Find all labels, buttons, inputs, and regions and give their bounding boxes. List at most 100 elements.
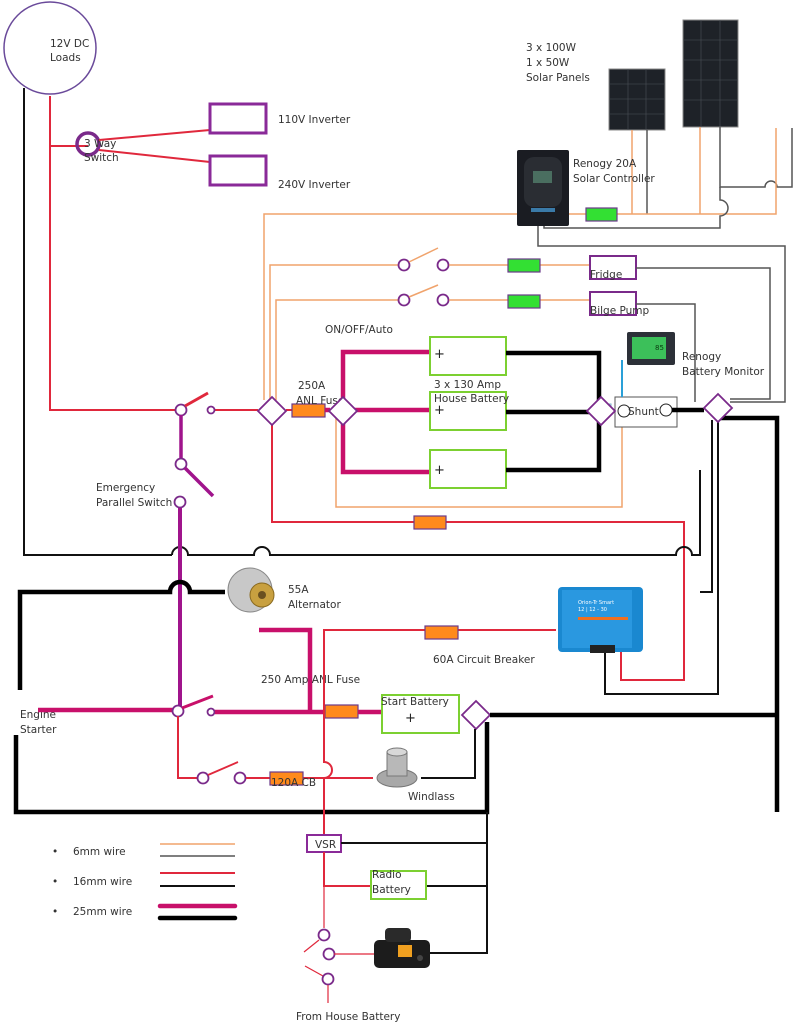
wire-neg-to-loads [700, 420, 713, 593]
bilge-switch-mode-label: ON/OFF/Auto [325, 324, 393, 336]
wire-windlass-negative [421, 729, 476, 779]
bilge-switch-lever [408, 284, 439, 298]
inverter-240v[interactable]: 240V Inverter [208, 154, 351, 191]
windlass[interactable]: Windlass [376, 747, 455, 803]
wire-vsr-to-radio-battery [323, 852, 371, 887]
emergency-parallel-switch[interactable]: Emergency Parallel Switch [96, 391, 216, 509]
three-way-switch[interactable]: 3 Way Switch [75, 131, 119, 164]
legend-bullet: • [52, 846, 58, 858]
alternator-label-2: Alternator [288, 599, 341, 611]
radio-battery-box [370, 870, 427, 900]
dc-loads-circle [3, 1, 97, 95]
battery-monitor[interactable]: 85 Renogy Battery Monitor [627, 332, 765, 378]
wire-alternator-positive [259, 627, 313, 712]
windlass-label: Windlass [408, 791, 455, 803]
solar-blade-fuse[interactable] [585, 207, 618, 222]
wire-house-positive [340, 349, 430, 475]
emergency-switch-contact [206, 405, 216, 415]
dc-loads-label-1: 12V DC [50, 38, 89, 50]
dcdc-feed-fuse[interactable] [413, 515, 447, 530]
radio-selector-switch[interactable] [303, 928, 336, 986]
fridge-switch[interactable] [397, 247, 450, 272]
emergency-switch-lever-bottom [183, 466, 215, 498]
alternator[interactable]: 55A Alternator [227, 567, 341, 613]
start-battery-plus: + [405, 711, 416, 726]
legend-label-25mm: 25mm wire [73, 906, 132, 918]
inverter-110v-label: 110V Inverter [278, 114, 351, 126]
windlass-cb[interactable] [269, 771, 304, 786]
house-battery-label-1: 3 x 130 Amp [434, 379, 501, 391]
engine-starter-label-2: Starter [20, 724, 57, 736]
solar-panel-small[interactable] [608, 68, 666, 131]
wire-alternator-negative [17, 579, 225, 690]
house-battery-2-plus: + [434, 403, 445, 418]
house-battery-1[interactable]: + [429, 336, 507, 376]
three-way-switch-icon [75, 131, 101, 157]
radio-switch-terminal-mid [322, 947, 336, 961]
shunt-box [614, 396, 678, 428]
wire-negative-main [720, 415, 780, 812]
vsr[interactable]: VSR [306, 834, 342, 853]
fridge-blade-fuse[interactable] [507, 258, 541, 273]
wire-solar-neg-bus [543, 187, 729, 229]
emergency-switch-terminal-bottom [173, 495, 187, 509]
wire-fridge-feed [269, 264, 398, 400]
house-battery-2[interactable]: + [429, 391, 507, 431]
start-anl-fuse[interactable] [324, 704, 359, 719]
house-anl-fuse-label-2: ANL Fuse [296, 395, 344, 407]
vhf-radio[interactable] [374, 928, 430, 968]
battery-monitor-label-2: Battery Monitor [682, 366, 765, 378]
wire-solar-to-bus [263, 213, 517, 400]
start-switch-lever [181, 694, 214, 710]
house-negative-busbar[interactable] [585, 395, 617, 427]
legend-label-16mm: 16mm wire [73, 876, 132, 888]
fridge-switch-lever [408, 247, 439, 263]
legend-item-6mm: • 6mm wire [52, 843, 235, 858]
wire-bilge-feed [275, 299, 398, 400]
house-battery-2-box [429, 391, 507, 431]
house-fuse-busbar[interactable] [327, 395, 359, 427]
solar-panel-large[interactable] [682, 19, 739, 128]
solar-controller-label-2: Solar Controller [573, 173, 655, 185]
house-battery-1-box [429, 336, 507, 376]
solar-panels-label-2: 1 x 50W [526, 57, 570, 69]
house-battery-1-plus: + [434, 347, 445, 362]
bilge-blade-fuse[interactable] [507, 294, 541, 309]
windlass-switch[interactable] [196, 761, 247, 785]
alternator-label-1: 55A [288, 584, 309, 596]
inverter-240v-label: 240V Inverter [278, 179, 351, 191]
three-way-switch-label-2: Switch [84, 152, 119, 164]
dcdc-charger[interactable]: Orion-Tr Smart 12 | 12 - 30 [558, 587, 643, 653]
emergency-switch-label-1: Emergency [96, 482, 155, 494]
house-positive-busbar[interactable] [256, 395, 288, 427]
solar-panel-large-body [682, 19, 739, 128]
main-negative-busbar[interactable] [702, 392, 734, 424]
inverter-110v[interactable]: 110V Inverter [208, 102, 351, 135]
vhf-radio-display [398, 945, 412, 957]
dc-loads[interactable]: 12V DC Loads [3, 1, 97, 95]
windlass-switch-lever [207, 761, 239, 776]
wire-panel-large-neg [719, 127, 793, 188]
start-battery[interactable]: Start Battery + [381, 694, 460, 734]
bilge-switch[interactable] [397, 284, 450, 307]
wire-loads-negative [23, 88, 172, 556]
wire-neg-to-dcdc [604, 420, 719, 695]
radio-switch-terminal-top [317, 928, 331, 942]
radio-battery[interactable]: Radio Battery [370, 869, 427, 900]
solar-controller[interactable]: Renogy 20A Solar Controller [517, 150, 655, 226]
solar-panel-small-grid [609, 69, 665, 130]
wire-engine-negative [13, 722, 490, 815]
circuit-breaker-60a[interactable] [424, 625, 459, 640]
wire-radio-negative-bus [430, 812, 488, 954]
wire-bilge-neg [636, 303, 696, 402]
radio-switch-lever-b [304, 965, 324, 977]
fridge-switch-terminal-a [397, 258, 411, 272]
wire-to-110v [98, 129, 211, 141]
house-battery-3[interactable]: + [429, 449, 507, 489]
fridge-label: Fridge [590, 269, 622, 281]
fridge[interactable]: Fridge [589, 255, 637, 281]
solar-controller-label-1: Renogy 20A [573, 158, 637, 170]
shunt[interactable]: Shunt [614, 396, 678, 428]
three-way-switch-label-1: 3 Way [84, 138, 116, 150]
